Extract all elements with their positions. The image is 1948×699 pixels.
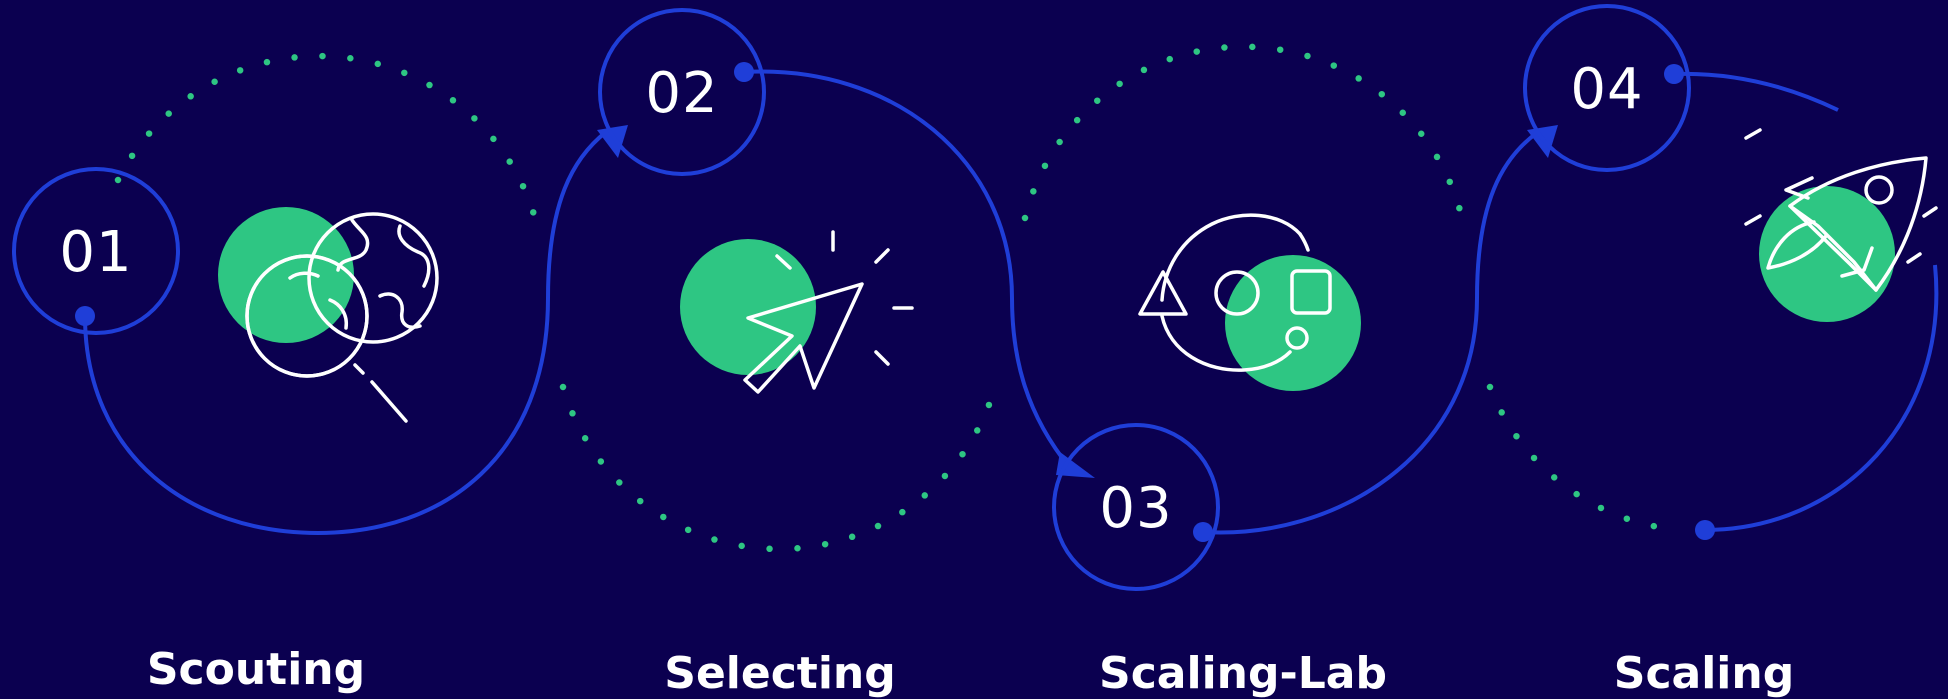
connector-arc-4 — [1673, 71, 1839, 112]
step-label-scaling: Scaling — [1614, 648, 1794, 699]
step-03: 03 — [1052, 423, 1220, 591]
step-02: 02 — [598, 8, 766, 176]
shapes-cycle-icon — [1138, 213, 1361, 391]
connector-arc-3 — [1202, 130, 1540, 535]
step-label-scouting: Scouting — [147, 644, 365, 695]
connector-dot-03 — [1193, 522, 1213, 542]
dotted-arc-bottom-4 — [1486, 383, 1684, 534]
connector-dot-04 — [1664, 64, 1684, 84]
step-01: 01 — [12, 167, 180, 335]
connector-arc-1 — [83, 130, 608, 536]
step-number: 04 — [1570, 57, 1643, 122]
connector-arc-2 — [743, 69, 1072, 470]
step-04: 04 — [1523, 4, 1691, 172]
dotted-arc-top-1 — [114, 52, 539, 222]
step-number: 03 — [1099, 476, 1172, 541]
connector-arc-5 — [1704, 264, 1939, 532]
connector-dot-end — [1695, 520, 1715, 540]
step-label-scaling-lab: Scaling-Lab — [1099, 648, 1387, 699]
arrow-head-to-02 — [597, 125, 628, 158]
dotted-arc-top-3 — [1021, 43, 1466, 222]
magnifier-globe-icon — [218, 207, 439, 423]
connector-dot-01 — [75, 306, 95, 326]
step-circle — [1523, 4, 1691, 172]
cursor-click-icon — [680, 230, 914, 394]
step-label-selecting: Selecting — [664, 648, 895, 699]
step-circle — [12, 167, 180, 335]
dotted-arc-bottom-2 — [559, 383, 999, 553]
step-circle — [1052, 423, 1220, 591]
step-number: 02 — [645, 61, 718, 126]
arrow-head-to-03 — [1056, 452, 1095, 478]
rocket-icon — [1744, 128, 1938, 322]
connector-dot-02 — [734, 62, 754, 82]
step-number: 01 — [59, 220, 132, 285]
step-circle — [598, 8, 766, 176]
